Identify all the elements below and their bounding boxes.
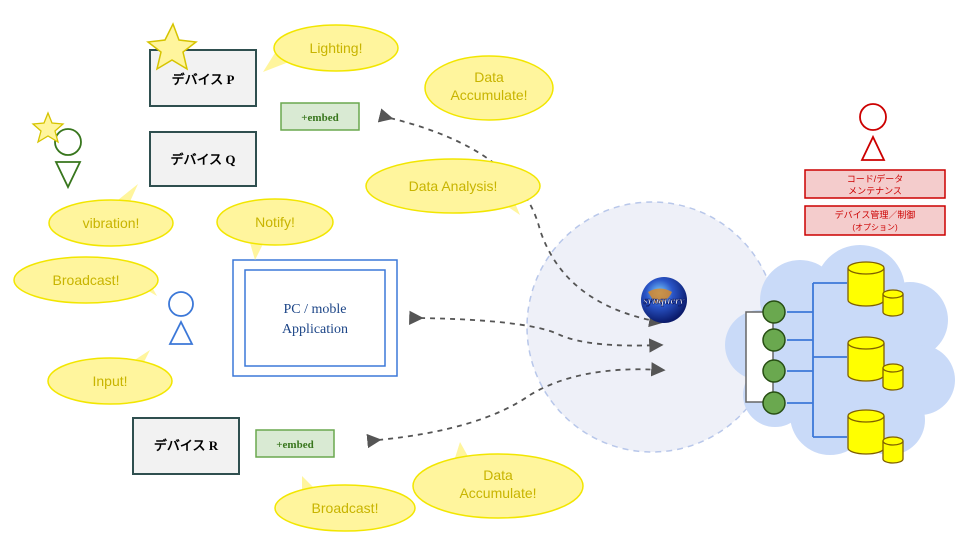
device-q: デバイス Q (149, 131, 257, 187)
embed-box-r: +embed (255, 429, 335, 458)
database-icon (847, 336, 904, 391)
bubble-broadcast-left: Broadcast! (13, 256, 159, 304)
bubble-vibration: vibration! (48, 184, 174, 247)
svg-text:Accumulate!: Accumulate! (459, 485, 536, 501)
svg-text:vibration!: vibration! (83, 215, 140, 231)
bubble-data-accumulate-top: Data Accumulate! (424, 55, 554, 121)
device-q-label: デバイス Q (171, 152, 236, 167)
person-red-icon (859, 103, 887, 161)
maintenance-box-code-data: コード/データ メンテナンス (804, 169, 946, 199)
embed-label-r: +embed (276, 439, 313, 451)
synquery-logo: synquery (641, 277, 687, 323)
server-cloud (725, 245, 955, 455)
svg-text:Data: Data (483, 467, 513, 483)
person-blue-icon (168, 291, 194, 345)
svg-text:Broadcast!: Broadcast! (53, 272, 120, 288)
svg-text:Input!: Input! (92, 373, 127, 389)
server-connectors (787, 282, 847, 438)
gateway-nodes (762, 300, 786, 415)
bubble-lighting: Lighting! (263, 24, 399, 72)
node-3 (762, 359, 786, 383)
application-box: PC / moble Application (232, 259, 398, 377)
star-icon (31, 111, 65, 144)
svg-text:Accumulate!: Accumulate! (450, 87, 527, 103)
database-icon (847, 261, 904, 317)
maintenance-box2-line1: デバイス管理／制御 (835, 209, 916, 220)
svg-text:Data: Data (474, 69, 504, 85)
maintenance-box2-line2: (オプション) (852, 223, 898, 232)
app-label-line2: Application (282, 322, 348, 337)
app-label-line1: PC / moble (283, 302, 346, 317)
svg-text:Data Analysis!: Data Analysis! (409, 178, 498, 194)
arrow-device-r-to-cloud (366, 362, 666, 449)
logo-text: synquery (643, 295, 685, 307)
star-icon (146, 22, 198, 71)
maintenance-box1-line1: コード/データ (847, 173, 904, 184)
svg-text:Notify!: Notify! (255, 214, 295, 230)
node-1 (762, 300, 786, 324)
device-r: デバイス R (132, 417, 240, 475)
device-r-label: デバイス R (154, 438, 219, 453)
arrow-app-to-cloud (409, 310, 664, 353)
bubble-input: Input! (47, 350, 173, 405)
database-icon (847, 409, 904, 464)
svg-text:Lighting!: Lighting! (310, 40, 363, 56)
node-2 (762, 328, 786, 352)
node-4 (762, 391, 786, 415)
bubble-broadcast-bottom: Broadcast! (274, 476, 416, 532)
maintenance-box1-line2: メンテナンス (848, 186, 902, 196)
svg-text:Broadcast!: Broadcast! (312, 500, 379, 516)
embed-label-p: +embed (301, 112, 338, 124)
embed-box-p: +embed (280, 102, 360, 131)
person-green-icon (54, 128, 82, 190)
bubble-data-accumulate-bottom: Data Accumulate! (412, 442, 584, 519)
gateway-rack (745, 311, 774, 403)
bubble-notify: Notify! (216, 198, 334, 260)
maintenance-box-device-management: デバイス管理／制御 (オプション) (804, 205, 946, 236)
device-p-label: デバイス P (172, 72, 235, 87)
bubble-data-analysis: Data Analysis! (365, 158, 541, 215)
